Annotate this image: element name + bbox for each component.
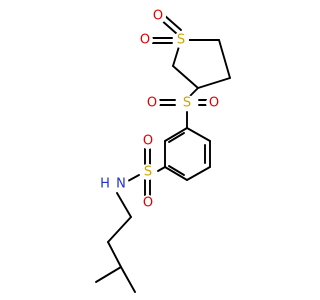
bond-benz-inner-3 [168, 132, 185, 143]
nitrogen-label: N [116, 177, 126, 192]
bond-c1-c2 [107, 216, 132, 243]
bond-s1-o1-b [163, 14, 182, 31]
bond-benz-6 [164, 127, 188, 142]
hydrogen-atom: H [98, 177, 112, 192]
sulfur-atom-sulfonamide: S [140, 164, 156, 180]
oxygen-label-5: O [143, 134, 153, 149]
bond-benz-1 [186, 127, 211, 142]
oxygen-atom-3: O [144, 95, 160, 111]
bond-s3-n1 [127, 174, 140, 182]
oxygen-atom-1: O [150, 8, 166, 24]
hydrogen-label: H [100, 177, 110, 192]
sulfur-atom-ring: S [173, 32, 189, 48]
nitrogen-atom: N [113, 176, 129, 192]
sulfur-label-3: S [144, 165, 152, 180]
bond-ring-ch-ch2c [172, 65, 199, 89]
bond-ch-s2 [189, 87, 199, 97]
bond-benz-4 [164, 166, 188, 181]
oxygen-label-3: O [147, 96, 157, 111]
bond-c2-c3 [107, 241, 122, 268]
molecule-structure: S O O S O O S O [95, 8, 231, 293]
sulfur-label-1: S [177, 33, 185, 48]
oxygen-atom-2: O [137, 32, 153, 48]
bond-ring-ch2a-ch2b [218, 39, 231, 79]
oxygen-atom-6: O [140, 195, 156, 211]
sulfur-atom-sulfonyl: S [179, 95, 195, 111]
bond-benzene-s3 [157, 166, 166, 172]
sulfur-label-2: S [183, 96, 191, 111]
bond-benz-3 [186, 166, 211, 181]
bond-n1-c1 [116, 192, 132, 218]
oxygen-label-2: O [140, 33, 150, 48]
bond-layer [95, 14, 231, 293]
bond-benz-inner-2 [168, 165, 185, 176]
oxygen-atom-5: O [140, 133, 156, 149]
oxygen-label-1: O [153, 9, 163, 24]
bond-c3-c4 [95, 266, 122, 283]
oxygen-label-6: O [143, 196, 153, 211]
bond-c3-c5 [120, 266, 136, 293]
bond-ring-ch2b-ch [197, 77, 231, 89]
atom-label-layer: S O O S O O S O [98, 8, 222, 211]
oxygen-atom-4: O [206, 95, 222, 111]
oxygen-label-4: O [209, 96, 219, 111]
